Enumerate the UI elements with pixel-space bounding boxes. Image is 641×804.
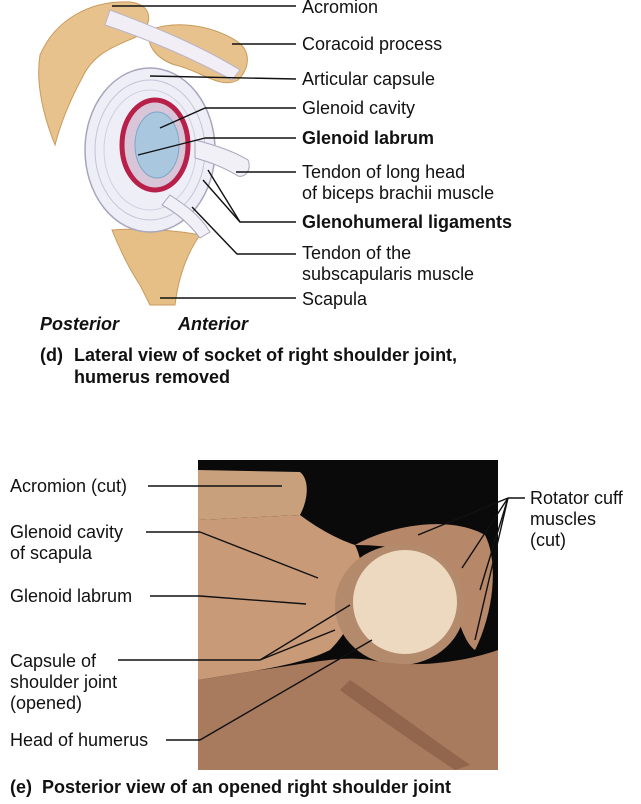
leader-lines-d xyxy=(112,5,297,299)
scapula-shape xyxy=(111,228,201,306)
caption-e: Posterior view of an opened right should… xyxy=(42,777,452,797)
label-glenoid-labrum-e: Glenoid labrum xyxy=(10,586,133,606)
photo-humeral-head xyxy=(353,550,457,654)
label-coracoid-process: Coracoid process xyxy=(302,34,443,54)
caption-d: Lateral view of socket of right shoulder… xyxy=(74,345,458,387)
subscapularis-tendon-shape xyxy=(161,194,211,239)
label-tendon-subscapularis: Tendon of the subscapularis muscle xyxy=(302,243,475,284)
label-articular-capsule: Articular capsule xyxy=(302,69,436,89)
biceps-tendon-shape xyxy=(194,139,250,177)
leader-lines-e xyxy=(118,485,525,741)
caption-e-letter: (e) xyxy=(10,777,32,797)
label-glenoid-cavity-scapula: Glenoid cavity of scapula xyxy=(10,522,124,563)
label-glenoid-labrum: Glenoid labrum xyxy=(302,128,435,148)
photo-acromion xyxy=(198,470,307,520)
label-head-humerus: Head of humerus xyxy=(10,730,149,750)
shoulder-socket-illustration xyxy=(38,1,297,306)
dissection-photo xyxy=(118,460,525,770)
caption-d-letter: (d) xyxy=(40,345,63,365)
ligament-band xyxy=(104,9,241,81)
label-glenohumeral-ligaments: Glenohumeral ligaments xyxy=(302,212,513,232)
label-acromion: Acromion xyxy=(302,0,379,17)
label-posterior: Posterior xyxy=(40,314,120,334)
acromion-shape xyxy=(38,1,150,147)
label-tendon-biceps: Tendon of long head of biceps brachii mu… xyxy=(302,162,495,203)
label-acromion-cut: Acromion (cut) xyxy=(10,476,128,496)
label-anterior: Anterior xyxy=(178,314,249,334)
label-rotator-cuff: Rotator cuff muscles (cut) xyxy=(530,488,623,550)
label-capsule-shoulder: Capsule of shoulder joint (opened) xyxy=(10,651,118,713)
label-scapula: Scapula xyxy=(302,289,368,309)
photo-scapula-tissue xyxy=(198,515,362,680)
label-glenoid-cavity: Glenoid cavity xyxy=(302,98,416,118)
